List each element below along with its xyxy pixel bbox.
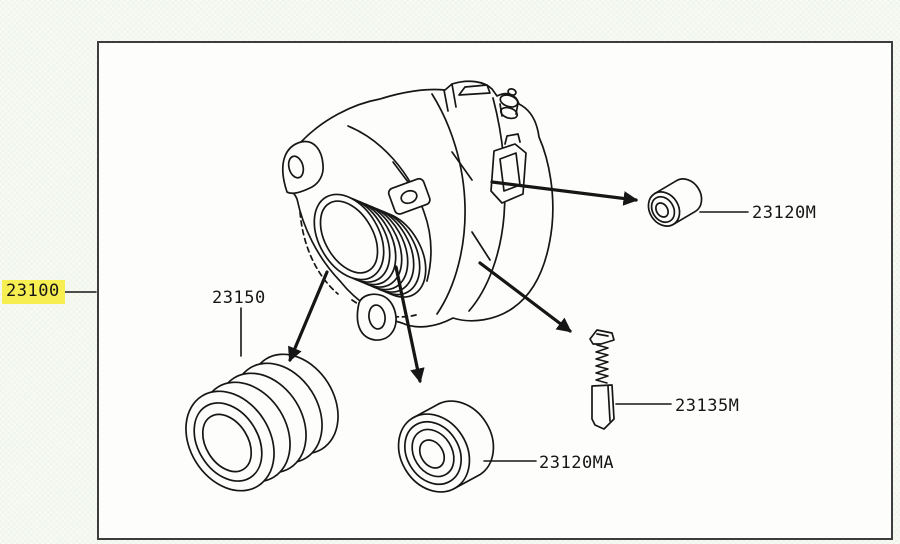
- callout-arrows: [288, 180, 639, 384]
- alternator-assembly-drawing: [282, 80, 554, 341]
- arrow-to-brush: [478, 261, 572, 333]
- part-number-label-brush[interactable]: 23135M: [675, 396, 740, 416]
- arrow-to-bearing-front: [490, 180, 639, 206]
- brush-assembly-drawing: [589, 329, 615, 430]
- assembly-number-label-highlighted[interactable]: 23100: [2, 280, 65, 304]
- bearing-rear-drawing: [397, 400, 495, 493]
- bearing-front-drawing: [647, 178, 703, 227]
- pulley-drawing: [185, 353, 339, 492]
- part-number-label-bearing-rear[interactable]: 23120MA: [539, 453, 615, 473]
- rectifier-detail: [387, 177, 431, 215]
- arrow-to-bearing-rear: [394, 265, 425, 384]
- terminal-stud-drawing: [499, 88, 519, 120]
- arrow-to-pulley: [288, 270, 329, 363]
- part-number-label-pulley[interactable]: 23150: [212, 288, 266, 308]
- leader-lines: [61, 211, 749, 462]
- part-number-label-bearing-front[interactable]: 23120M: [752, 203, 817, 223]
